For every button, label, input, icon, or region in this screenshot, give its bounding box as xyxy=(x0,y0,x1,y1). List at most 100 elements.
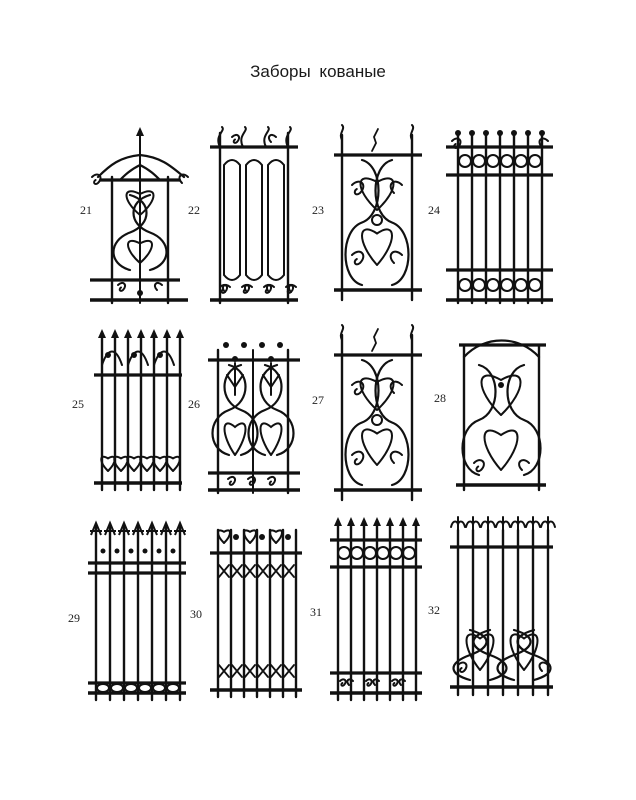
iron-curl xyxy=(265,283,275,293)
spear-tip xyxy=(118,520,130,536)
iron-knob xyxy=(241,342,247,348)
iron-knob xyxy=(511,130,517,136)
iron-knob xyxy=(137,290,143,296)
fence-drawing xyxy=(90,127,189,305)
iron-cross xyxy=(270,664,282,678)
iron-lily xyxy=(480,516,496,531)
iron-curl xyxy=(231,133,241,144)
iron-heart xyxy=(480,374,522,416)
panel-number: 27 xyxy=(312,393,324,407)
iron-cross xyxy=(283,564,295,578)
iron-lily xyxy=(450,516,466,531)
spear-tip xyxy=(386,517,394,526)
fence-drawing xyxy=(88,520,186,702)
fence-panel-28: 28 xyxy=(434,325,559,495)
spear-tip xyxy=(176,329,184,338)
iron-lily xyxy=(540,516,556,531)
iron-knob xyxy=(114,548,120,554)
fence-drawing xyxy=(208,342,300,495)
iron-ring xyxy=(389,546,403,560)
iron-knob xyxy=(483,130,489,136)
iron-knob xyxy=(170,548,176,554)
panel-number: 22 xyxy=(188,203,200,217)
iron-heart xyxy=(361,228,393,266)
panel-number: 23 xyxy=(312,203,324,217)
iron-tulip xyxy=(101,350,175,366)
fence-drawing xyxy=(446,130,553,305)
spear-tip xyxy=(111,329,119,338)
iron-finial xyxy=(263,126,270,148)
spear-tip xyxy=(163,329,171,338)
iron-curl xyxy=(91,173,102,186)
iron-curl xyxy=(389,380,403,394)
iron-ring xyxy=(472,278,486,292)
iron-cross xyxy=(231,664,243,678)
iron-heart xyxy=(361,428,393,466)
spear-tip xyxy=(399,517,407,526)
iron-lily xyxy=(510,516,526,531)
panel-number: 29 xyxy=(68,611,80,625)
panel-number: 26 xyxy=(188,397,200,411)
fence-panel-32: 32 xyxy=(428,515,558,710)
fence-panel-26: 26 xyxy=(188,325,306,495)
iron-ring xyxy=(402,546,416,560)
fence-drawing xyxy=(94,329,184,492)
iron-knob xyxy=(105,352,111,358)
spear-tip xyxy=(373,517,381,526)
iron-s-scroll xyxy=(112,193,148,272)
iron-knob xyxy=(259,534,265,540)
fence-panel-29: 29 xyxy=(68,515,190,710)
iron-curl xyxy=(267,133,277,143)
iron-ring xyxy=(376,546,390,560)
iron-curl xyxy=(473,459,485,473)
iron-cross xyxy=(231,564,243,578)
iron-knob xyxy=(268,356,274,362)
iron-heart xyxy=(359,177,395,211)
iron-s-scroll xyxy=(374,358,410,487)
iron-arch xyxy=(462,339,541,359)
iron-knob xyxy=(497,130,503,136)
iron-curl xyxy=(389,250,403,264)
spear-tip xyxy=(104,520,116,536)
panel-number: 30 xyxy=(190,607,202,621)
iron-s-scroll xyxy=(461,363,497,477)
iron-ring xyxy=(458,154,472,168)
iron-finial xyxy=(285,126,292,148)
iron-ring xyxy=(337,546,351,560)
iron-heart xyxy=(217,529,231,544)
iron-heart xyxy=(269,529,283,544)
iron-heart xyxy=(465,633,495,671)
iron-curl xyxy=(267,475,277,486)
iron-s-scroll xyxy=(374,158,410,287)
iron-knob xyxy=(285,534,291,540)
iron-curl xyxy=(538,661,549,672)
iron-curl xyxy=(538,137,549,148)
iron-s-scroll xyxy=(344,158,380,287)
iron-curl xyxy=(351,250,365,266)
iron-oval xyxy=(138,683,152,693)
iron-heart xyxy=(126,455,142,472)
fence-panel-31: 31 xyxy=(310,515,428,710)
iron-ring xyxy=(528,154,542,168)
iron-finial xyxy=(339,124,415,141)
iron-curl xyxy=(457,661,468,674)
iron-lily xyxy=(262,362,280,396)
iron-lily xyxy=(226,362,244,396)
fence-drawing xyxy=(210,528,302,699)
iron-knob xyxy=(498,382,504,388)
iron-heart xyxy=(223,422,247,456)
iron-curl xyxy=(398,678,406,686)
iron-s-scroll xyxy=(452,628,488,682)
iron-ring xyxy=(514,278,528,292)
iron-knob xyxy=(525,130,531,136)
iron-knob xyxy=(232,356,238,362)
iron-ring xyxy=(350,546,364,560)
iron-heart xyxy=(259,422,283,456)
iron-ring xyxy=(486,154,500,168)
iron-heart xyxy=(113,455,129,472)
panel-number: 31 xyxy=(310,605,322,619)
iron-curl xyxy=(247,475,257,486)
iron-s-scroll xyxy=(516,628,552,682)
fence-drawing xyxy=(450,516,556,697)
iron-cross xyxy=(270,564,282,578)
